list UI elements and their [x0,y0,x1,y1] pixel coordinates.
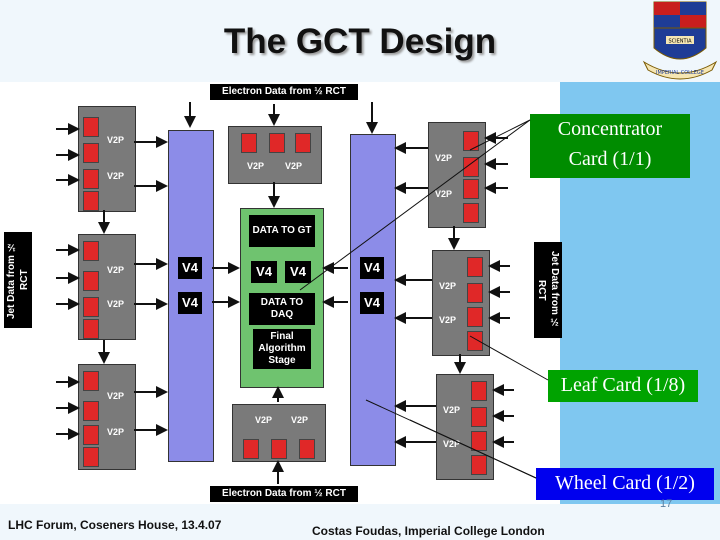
red-chip [243,439,259,459]
v4-right-2: V4 [360,292,384,314]
v4-right-1: V4 [360,257,384,279]
data-to-gt: DATA TO GT [249,215,315,247]
concentrator-callout: Concentrator Card (1/1) [530,114,690,178]
red-chip [471,431,487,451]
leaf-card-right-3: V2P V2P [436,374,494,480]
v4-center-2: V4 [285,261,311,283]
red-chip [83,297,99,317]
red-chip [471,381,487,401]
red-chip [467,283,483,303]
red-chip [463,157,479,177]
diagram-arrows [56,102,514,484]
leaf-card-right-1: V2P V2P [428,122,486,228]
v2p-label: V2P [107,391,125,401]
red-chip [467,307,483,327]
data-to-daq: DATA TO DAQ [249,293,315,325]
red-chip [463,203,479,223]
leaf-card-left-1: V2P V2P [78,106,136,212]
v2p-label: V2P [107,299,125,309]
red-chip [467,257,483,277]
v2p-label: V2P [107,427,125,437]
red-chip [83,371,99,391]
red-chip [295,133,311,153]
v2p-label: V2P [107,171,125,181]
red-chip [241,133,257,153]
footer-left: LHC Forum, Coseners House, 13.4.07 [8,518,222,532]
red-chip [271,439,287,459]
leaf-card-left-3: V2P V2P [78,364,136,470]
red-chip [463,131,479,151]
red-chip [83,319,99,339]
footer-right: Costas Foudas, Imperial College London [312,524,545,538]
slide-title: The GCT Design [223,22,497,61]
v2p-label: V2P [247,161,265,171]
red-chip [471,407,487,427]
red-chip [83,241,99,261]
v2p-label: V2P [435,189,453,199]
v2p-label: V2P [285,161,303,171]
page-number: 17 [660,498,673,510]
electron-data-top-label: Electron Data from ½ RCT [210,84,358,100]
leaf-card-top: V2P V2P [228,126,322,184]
v2p-label: V2P [291,415,309,425]
v2p-label: V2P [107,135,125,145]
gct-diagram: Electron Data from ½ RCT Electron Data f… [0,82,562,504]
red-chip [269,133,285,153]
leaf-card-right-2: V2P V2P [432,250,490,356]
red-chip [299,439,315,459]
v2p-label: V2P [435,153,453,163]
wheel-callout: Wheel Card (1/2) [536,468,714,500]
v2p-label: V2P [443,439,461,449]
v2p-label: V2P [107,265,125,275]
red-chip [83,401,99,421]
red-chip [83,143,99,163]
v4-center-1: V4 [251,261,277,283]
concentrator-card: DATA TO GT V4 V4 DATA TO DAQ Final Algor… [240,208,324,388]
red-chip [83,425,99,445]
crest-motto: SCIENTIA [669,39,693,45]
v4-left-1: V4 [178,257,202,279]
red-chip [83,117,99,137]
imperial-college-crest-icon: SCIENTIA IMPERIAL COLLEGE [642,1,718,80]
electron-data-bottom-label: Electron Data from ½ RCT [210,486,358,502]
red-chip [471,455,487,475]
leaf-card-left-2: V2P V2P [78,234,136,340]
red-chip [83,191,99,211]
final-algorithm-stage: Final Algorithm Stage [253,329,311,369]
leaf-card-bottom: V2P V2P [232,404,326,462]
v2p-label: V2P [439,281,457,291]
leaf-callout: Leaf Card (1/8) [548,370,698,402]
v2p-label: V2P [439,315,457,325]
crest-lettering: IMPERIAL COLLEGE [656,70,704,76]
jet-data-right-label: Jet Data from ½ RCT [534,242,562,338]
concentrator-callout-line1: Concentrator [557,118,663,140]
red-chip [83,169,99,189]
red-chip [83,447,99,467]
red-chip [83,271,99,291]
v2p-label: V2P [255,415,273,425]
v4-left-2: V4 [178,292,202,314]
v2p-label: V2P [443,405,461,415]
concentrator-callout-line2: Card (1/1) [568,148,652,170]
red-chip [463,179,479,199]
